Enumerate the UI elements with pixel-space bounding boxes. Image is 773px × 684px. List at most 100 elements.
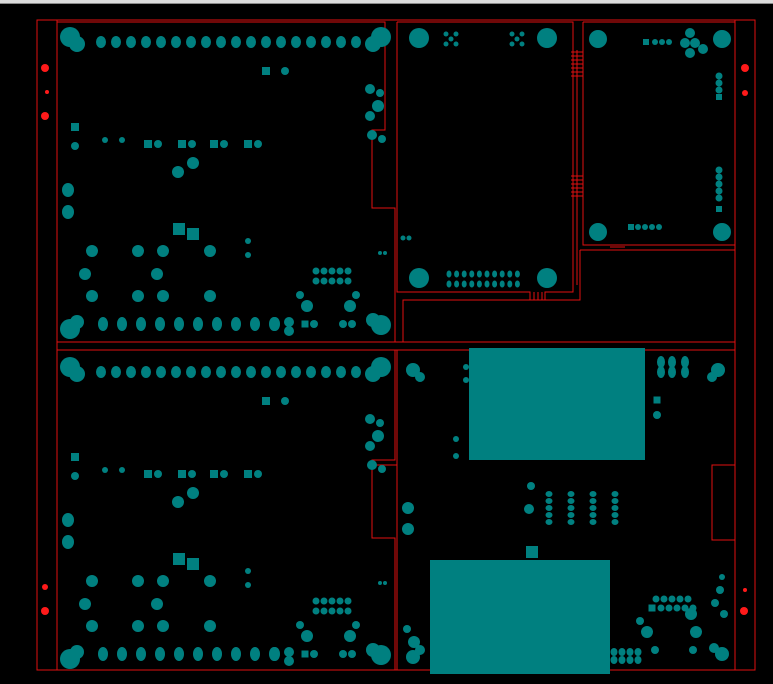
header-pin xyxy=(545,498,553,504)
round-pad xyxy=(715,166,723,174)
round-pad xyxy=(301,630,313,642)
round-pad xyxy=(685,48,695,58)
connector-pin xyxy=(469,270,475,278)
header-pin xyxy=(642,224,648,230)
connector-pin xyxy=(499,270,505,278)
module-top-left-connector-pin xyxy=(312,277,320,285)
round-pad xyxy=(157,245,169,257)
header-pin xyxy=(589,512,597,518)
module-top-left-connector-pin xyxy=(320,267,328,275)
round-pad xyxy=(715,180,723,188)
header-pin xyxy=(567,512,575,518)
module-bottom-left-header-pin xyxy=(306,366,316,378)
connector-pin xyxy=(652,595,660,603)
module-bottom-left-header-pin xyxy=(201,366,211,378)
module-top-left-connector-pin xyxy=(336,267,344,275)
mount-hole xyxy=(409,28,429,48)
module-bottom-left-header-pin xyxy=(141,366,151,378)
module-top-left-round-pad xyxy=(281,67,289,75)
oval-pad xyxy=(681,366,689,378)
module-bottom-left-header-pin xyxy=(117,647,127,661)
module-bottom-left-connector-pin xyxy=(344,597,352,605)
module-bottom-left-header-pin xyxy=(174,647,184,661)
connector-pin xyxy=(484,280,490,288)
square-pad xyxy=(244,140,252,148)
module-top-left-outline xyxy=(57,21,396,342)
module-top-left-header-pin xyxy=(212,317,222,331)
round-pad xyxy=(680,38,690,48)
header-pin xyxy=(589,491,597,497)
square-pad xyxy=(71,453,79,461)
round-pad xyxy=(188,140,196,148)
module-bottom-left-header-pin xyxy=(155,647,165,661)
module-top-right-bridge xyxy=(402,250,581,342)
round-pad xyxy=(254,140,262,148)
round-pad xyxy=(715,187,723,195)
module-top-left-header-pin xyxy=(231,317,241,331)
square-pad xyxy=(178,470,186,478)
module-top-left-header-pin xyxy=(246,36,256,48)
fiducial-left-low xyxy=(42,584,48,590)
square-pad xyxy=(653,396,661,404)
round-pad xyxy=(245,252,251,258)
round-pad xyxy=(376,419,384,427)
header-pin xyxy=(610,656,618,664)
round-pad xyxy=(348,320,356,328)
square-pad xyxy=(648,604,656,612)
connector-pin xyxy=(668,595,676,603)
round-pad xyxy=(453,436,459,442)
round-pad xyxy=(151,598,163,610)
round-pad xyxy=(204,620,216,632)
round-pad xyxy=(652,39,658,45)
connector-pin xyxy=(476,280,482,288)
round-pad xyxy=(715,72,723,80)
module-top-left-header-pin xyxy=(174,317,184,331)
copper-pads xyxy=(60,27,731,674)
square-pad xyxy=(187,558,199,570)
square-pad xyxy=(187,228,199,240)
connector-pin xyxy=(507,270,513,278)
header-pin xyxy=(589,498,597,504)
connector-pin xyxy=(492,270,498,278)
module-bottom-left-header-pin xyxy=(231,366,241,378)
fiducial-right-top xyxy=(741,64,749,72)
round-pad xyxy=(463,364,469,370)
header-pin xyxy=(656,224,662,230)
round-pad xyxy=(402,523,414,535)
pcb-panel-canvas[interactable] xyxy=(0,4,773,684)
round-pad xyxy=(132,575,144,587)
connector-pin xyxy=(492,280,498,288)
module-top-left-header-pin xyxy=(98,317,108,331)
module-top-left-header-pin xyxy=(250,317,260,331)
connector-pin xyxy=(507,280,513,288)
oval-pad xyxy=(668,366,676,378)
round-pad xyxy=(636,617,644,625)
module-top-left-mount-hole xyxy=(69,36,85,52)
round-pad xyxy=(71,142,79,150)
module-top-left-header-pin xyxy=(216,36,226,48)
connector-pin xyxy=(446,270,452,278)
fiducial-left-top xyxy=(41,64,49,72)
round-pad xyxy=(685,28,695,38)
connector-pin xyxy=(461,280,467,288)
module-bottom-left-header-pin xyxy=(98,647,108,661)
square-pad xyxy=(244,470,252,478)
round-pad xyxy=(352,621,360,629)
module-bottom-left-header-pin xyxy=(156,366,166,378)
round-pad xyxy=(715,173,723,181)
module-top-middle-outline xyxy=(396,21,574,301)
module-bottom-left-header-pin xyxy=(270,647,280,661)
connector-pin xyxy=(484,270,490,278)
round-pad xyxy=(378,135,386,143)
via-pad xyxy=(514,36,520,42)
module-top-left-header-pin xyxy=(126,36,136,48)
oval-pad xyxy=(62,183,74,197)
round-pad xyxy=(344,630,356,642)
header-pin xyxy=(545,512,553,518)
connector-pin xyxy=(676,595,684,603)
mount-hole xyxy=(537,268,557,288)
square-pad xyxy=(144,470,152,478)
oval-pad xyxy=(62,535,74,549)
round-pad xyxy=(187,487,199,499)
round-pad xyxy=(254,470,262,478)
